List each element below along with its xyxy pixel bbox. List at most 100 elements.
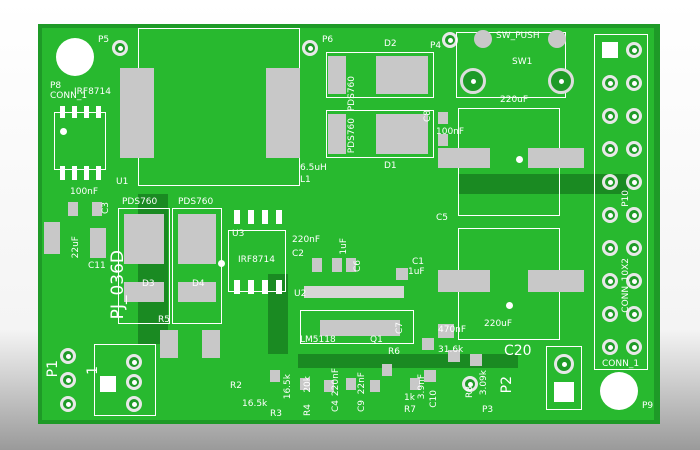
label-20k: 20k xyxy=(303,376,313,393)
label-c5: C5 xyxy=(436,213,449,223)
pad xyxy=(470,354,482,366)
pad xyxy=(370,380,380,392)
label-c9: C9 xyxy=(357,400,367,413)
label-p6: P6 xyxy=(322,35,334,45)
header-pin xyxy=(626,141,642,157)
header-pin xyxy=(626,240,642,256)
label-conn-10x2: CONN_10X2 xyxy=(621,258,631,313)
pin xyxy=(60,348,76,364)
pin-square xyxy=(554,382,574,402)
label-100nf-2: 100nF xyxy=(436,127,465,137)
pin xyxy=(72,106,77,118)
pad xyxy=(270,370,280,382)
label-p3: P3 xyxy=(482,405,494,415)
label-u2: U2 xyxy=(294,289,307,299)
label-conn1-tl: CONN_1 xyxy=(50,91,88,101)
label-p4: P4 xyxy=(430,41,442,51)
label-r8: R8 xyxy=(465,386,475,398)
via-p3 xyxy=(462,376,478,392)
pad xyxy=(346,258,356,272)
pad xyxy=(438,270,490,292)
trace xyxy=(268,274,288,354)
pad xyxy=(320,320,400,336)
header-pin xyxy=(602,207,618,223)
label-u1: U1 xyxy=(116,177,129,187)
diode-d3-outline xyxy=(118,208,170,324)
switch-pad xyxy=(548,30,566,48)
pin xyxy=(60,396,76,412)
label-c1: C1 xyxy=(412,257,425,267)
label-c10: C10 xyxy=(429,390,439,408)
marker xyxy=(506,302,513,309)
header-pin xyxy=(602,273,618,289)
pad xyxy=(324,380,334,392)
label-pds760-a: PDS760 xyxy=(122,197,158,207)
ic-pins xyxy=(304,286,404,298)
label-d4: D4 xyxy=(192,279,205,289)
header-pin xyxy=(602,75,618,91)
label-pds760-d: PDS760 xyxy=(347,118,357,154)
diode-d2-outline xyxy=(326,52,434,98)
header-pin xyxy=(602,108,618,124)
pad xyxy=(332,258,342,272)
label-6-5uh: 6.5uH xyxy=(300,163,327,173)
label-1: 1 xyxy=(85,366,101,375)
pad xyxy=(410,378,420,390)
label-d1: D1 xyxy=(384,161,397,171)
label-irf8714-2: IRF8714 xyxy=(238,255,275,265)
label-p10: P10 xyxy=(621,190,631,207)
label-u3: U3 xyxy=(232,229,245,239)
pcb-board: P5 P6 P4 P8 CONN_1 IRF8714 100nF U1 C3 2… xyxy=(38,24,660,424)
pin xyxy=(126,354,142,370)
trace xyxy=(458,174,628,194)
pad xyxy=(438,148,490,168)
pad xyxy=(124,282,164,302)
label-r2: R2 xyxy=(230,381,242,391)
label-q1: Q1 xyxy=(370,335,383,345)
pad xyxy=(178,214,216,264)
label-220nf-b: 220nF xyxy=(331,368,341,397)
header-pin xyxy=(626,42,642,58)
pad xyxy=(328,56,346,94)
label-sw1: SW1 xyxy=(512,57,533,67)
header-pin xyxy=(602,339,618,355)
label-3-9nf: 3.9nF xyxy=(417,374,427,400)
header-pin xyxy=(602,306,618,322)
pad xyxy=(422,338,434,350)
pin xyxy=(72,166,77,180)
pad xyxy=(90,228,106,258)
header-pin xyxy=(626,75,642,91)
label-conn1-br: CONN_1 xyxy=(602,359,640,369)
label-1k: 1k xyxy=(404,393,415,403)
label-r5: R5 xyxy=(158,315,170,325)
label-d2: D2 xyxy=(384,39,397,49)
pad xyxy=(438,112,448,124)
label-r6: R6 xyxy=(388,347,400,357)
label-220uf-a: 220uF xyxy=(500,95,529,105)
pin xyxy=(96,166,101,180)
label-pds760-b: PDS760 xyxy=(178,197,214,207)
via-p5 xyxy=(112,40,128,56)
label-p9: P9 xyxy=(642,401,654,411)
pin xyxy=(262,210,268,224)
pad xyxy=(68,202,78,216)
pin xyxy=(276,210,282,224)
pin xyxy=(126,396,142,412)
label-1uf-a: 1uF xyxy=(339,238,349,255)
pad xyxy=(346,378,356,390)
label-sw-push: SW_PUSH xyxy=(496,31,540,41)
label-16-5k-b: 16.5k xyxy=(242,399,268,409)
label-c4: C4 xyxy=(331,400,341,413)
label-1uf-b: 1uF xyxy=(408,267,425,277)
switch-pad xyxy=(548,68,574,94)
header-pin xyxy=(602,240,618,256)
label-c6: C6 xyxy=(353,260,363,273)
label-pds760-c: PDS760 xyxy=(347,76,357,112)
pad xyxy=(124,214,164,264)
label-c20: C20 xyxy=(504,343,532,359)
header-pin xyxy=(602,42,618,58)
pin xyxy=(84,106,89,118)
pin xyxy=(126,374,142,390)
label-c7: C7 xyxy=(395,322,405,335)
label-d3: D3 xyxy=(142,279,155,289)
